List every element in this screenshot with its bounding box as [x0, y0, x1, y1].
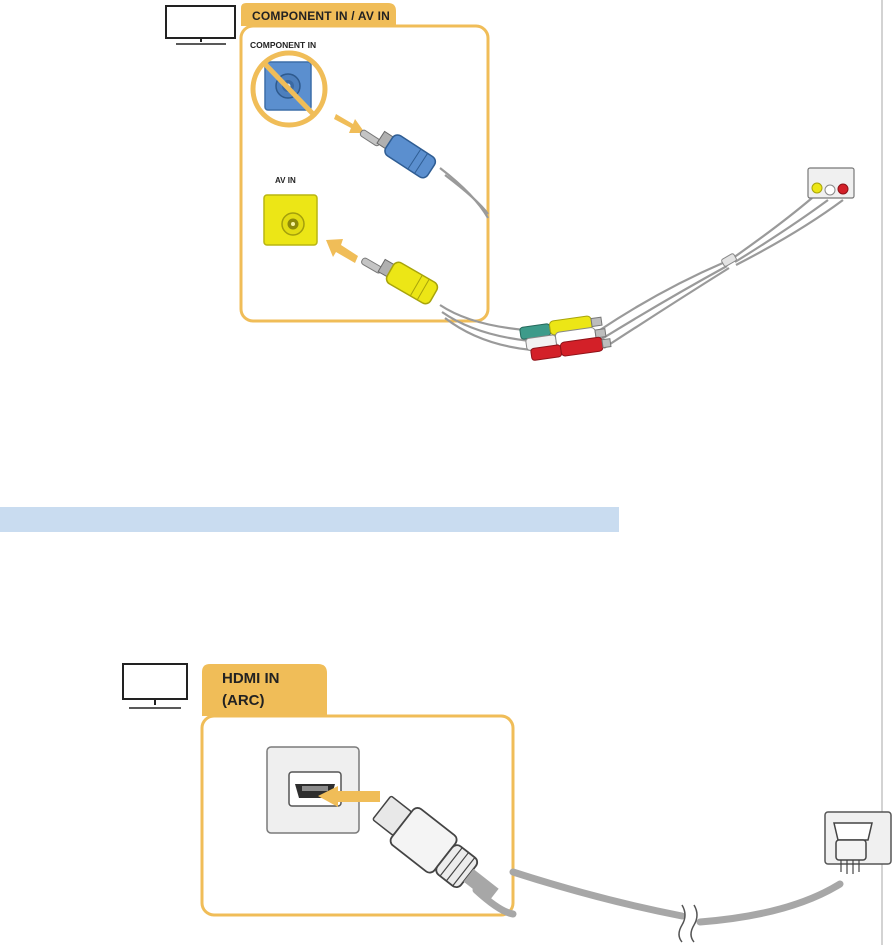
tv-icon [123, 664, 187, 708]
hdmi-panel-subtitle: (ARC) [222, 692, 265, 709]
hdmi-cable [476, 872, 840, 922]
source-hdmi-connector [825, 812, 891, 874]
hdmi-in-port [267, 747, 359, 833]
hdmi-panel-title: HDMI IN [222, 670, 280, 687]
cable-break-icon [679, 905, 697, 942]
